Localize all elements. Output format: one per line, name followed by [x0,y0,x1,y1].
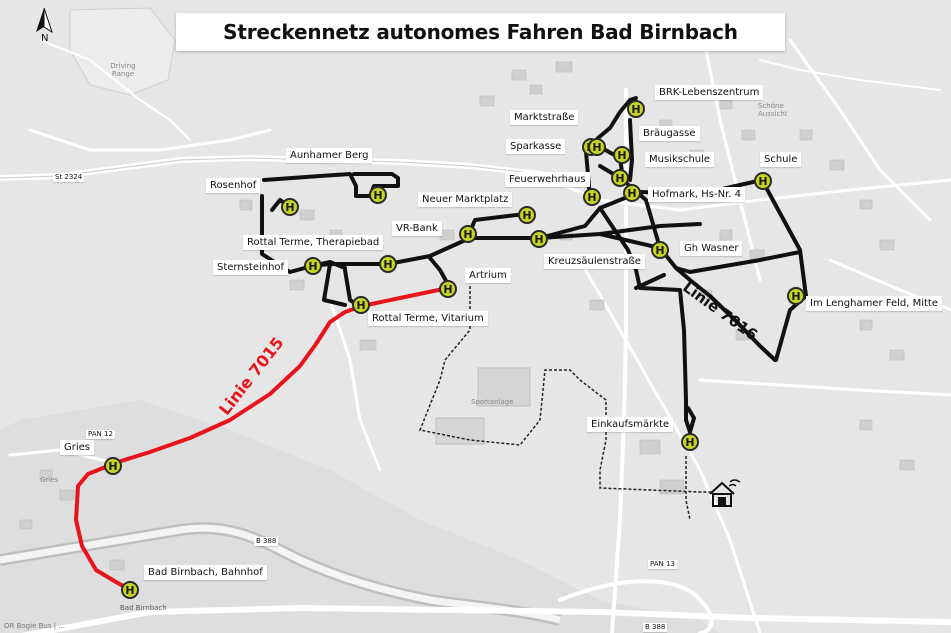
bus-stop-h-icon: H [459,225,477,243]
buildings [19,61,915,571]
svg-text:H: H [587,191,596,204]
place-label-gries: Gries [40,476,59,484]
stop-label-hofmark: Hofmark, Hs-Nr. 4 [648,187,746,202]
bus-stop-h-icon: H [613,146,631,164]
svg-text:H: H [463,228,472,241]
stop-label-marktstrasse: Marktstraße [510,110,579,125]
stop-label-gries: Gries [60,440,95,455]
map-title: Streckennetz autonomes Fahren Bad Birnba… [176,13,785,51]
dashed-boundaries [418,286,712,521]
place-label-schoene-aussicht: Schöne Aussicht [758,102,788,118]
svg-text:H: H [685,436,694,449]
stop-label-neuer-marktplatz: Neuer Marktplatz [418,192,513,207]
svg-text:H: H [592,141,601,154]
place-label-driving-range: Driving Range [110,62,136,78]
road-label-b388-south: B 388 [643,623,668,632]
road-label-pan12: PAN 12 [86,430,115,439]
bus-stop-h-icon: H [304,257,322,275]
svg-text:H: H [125,584,134,597]
svg-text:H: H [617,149,626,162]
stop-label-rosenhof: Rosenhof [206,178,261,193]
place-label-bad-birnbach: Bad Birnbach [120,604,167,612]
svg-text:H: H [631,103,640,116]
stop-label-musikschule: Musikschule [645,152,715,167]
stop-label-rottal-terme-vitarium: Rottal Terme, Vitarium [368,311,488,326]
stop-label-einkaufsmaerkte: Einkaufsmärkte [587,417,674,432]
road-label-b388: B 388 [254,537,279,546]
svg-text:H: H [655,244,664,257]
bus-stop-h-icon: H [588,138,606,156]
road-label-st2324: St 2324 [53,173,85,182]
bus-stop-h-icon: H [681,433,699,451]
svg-text:H: H [443,283,452,296]
stop-label-vr-bank: VR-Bank [392,221,442,236]
svg-text:H: H [758,175,767,188]
bus-stop-h-icon: H [379,255,397,273]
road-network [0,18,951,633]
bus-stop-h-icon: H [583,188,601,206]
svg-text:H: H [373,189,382,202]
bus-stop-h-icon: H [121,581,139,599]
svg-text:H: H [308,260,317,273]
bus-stop-h-icon: H [369,186,387,204]
bus-stop-markers: HHHHHHHHHHHHHHHHHHHHHH [104,100,805,599]
stop-label-rottal-terme-therapiebad: Rottal Terme, Therapiebad [243,235,384,250]
bus-stop-h-icon: H [518,206,536,224]
svg-text:H: H [627,187,636,200]
smart-home-icon [709,479,741,507]
svg-text:H: H [615,172,624,185]
stop-label-bad-birnbach-bahnhof: Bad Birnbach, Bahnhof [144,565,267,580]
svg-text:H: H [383,258,392,271]
stop-label-feuerwehrhaus: Feuerwehrhaus [505,172,590,187]
bus-stop-h-icon: H [104,457,122,475]
svg-text:H: H [285,201,294,214]
bus-stop-h-icon: H [439,280,457,298]
bus-stop-h-icon: H [754,172,772,190]
stop-label-aunhamer-berg: Aunhamer Berg [286,148,373,163]
svg-text:H: H [791,290,800,303]
attribution: OR Bogie Bus | ... [4,622,65,630]
stop-label-brk-lebenszentrum: BRK-Lebenszentrum [655,85,764,100]
stop-label-artrium: Artrium [465,268,511,283]
road-label-pan13: PAN 13 [648,560,677,569]
stop-label-schule: Schule [760,152,802,167]
stop-label-sternsteinhof: Sternsteinhof [213,260,289,275]
svg-text:H: H [534,233,543,246]
stop-label-gh-wasner: Gh Wasner [680,241,743,256]
stop-label-kreuzsaeulenstrasse: Kreuzsäulenstraße [544,254,645,269]
svg-text:H: H [356,299,365,312]
bus-stop-h-icon: H [787,287,805,305]
north-arrow-icon [36,7,53,34]
svg-text:H: H [108,460,117,473]
north-label: N [41,33,49,44]
stop-label-braeugasse: Bräugasse [639,126,700,141]
svg-text:H: H [522,209,531,222]
stop-label-im-lenghamer-feld: Im Lenghamer Feld, Mitte [806,296,942,311]
bus-stop-h-icon: H [623,184,641,202]
bus-stop-h-icon: H [352,296,370,314]
bus-stop-h-icon: H [611,169,629,187]
bus-stop-h-icon: H [281,198,299,216]
bus-stop-h-icon: H [530,230,548,248]
stop-label-sparkasse: Sparkasse [506,139,566,154]
line-7015-route [74,286,450,592]
place-label-sportanlage: Sportanlage [471,398,514,406]
bus-stop-h-icon: H [651,241,669,259]
bus-stop-h-icon: H [627,100,645,118]
